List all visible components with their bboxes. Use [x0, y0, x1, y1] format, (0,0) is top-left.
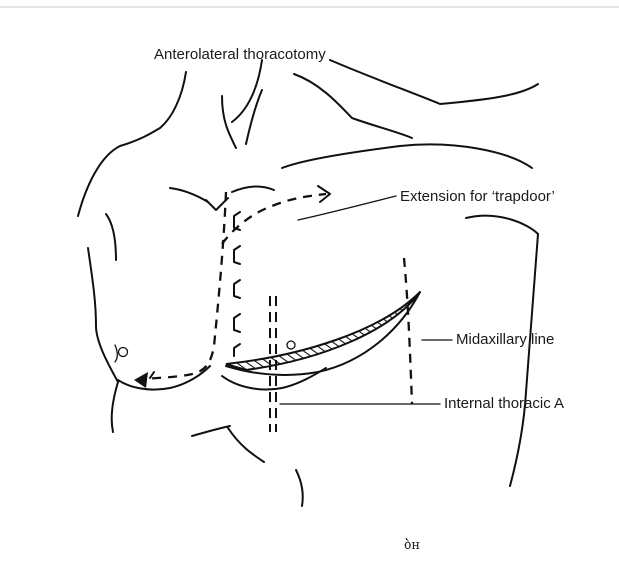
- trapdoor-arrow-left: [134, 372, 148, 388]
- trapdoor-extension-line: [222, 194, 326, 244]
- artist-signature: ბн: [404, 538, 420, 553]
- label-internal-thoracic: Internal thoracic A: [444, 395, 564, 412]
- midaxillary-line: [404, 258, 412, 404]
- label-trapdoor: Extension for ‘trapdoor’: [400, 188, 555, 205]
- trapdoor-incision-line: [138, 192, 226, 380]
- leader-trapdoor: [298, 196, 396, 220]
- torso-outline: [78, 60, 538, 506]
- sternum-markers: [234, 212, 240, 356]
- label-midaxillary: Midaxillary line: [456, 331, 554, 348]
- label-title: Anterolateral thoracotomy: [154, 46, 326, 63]
